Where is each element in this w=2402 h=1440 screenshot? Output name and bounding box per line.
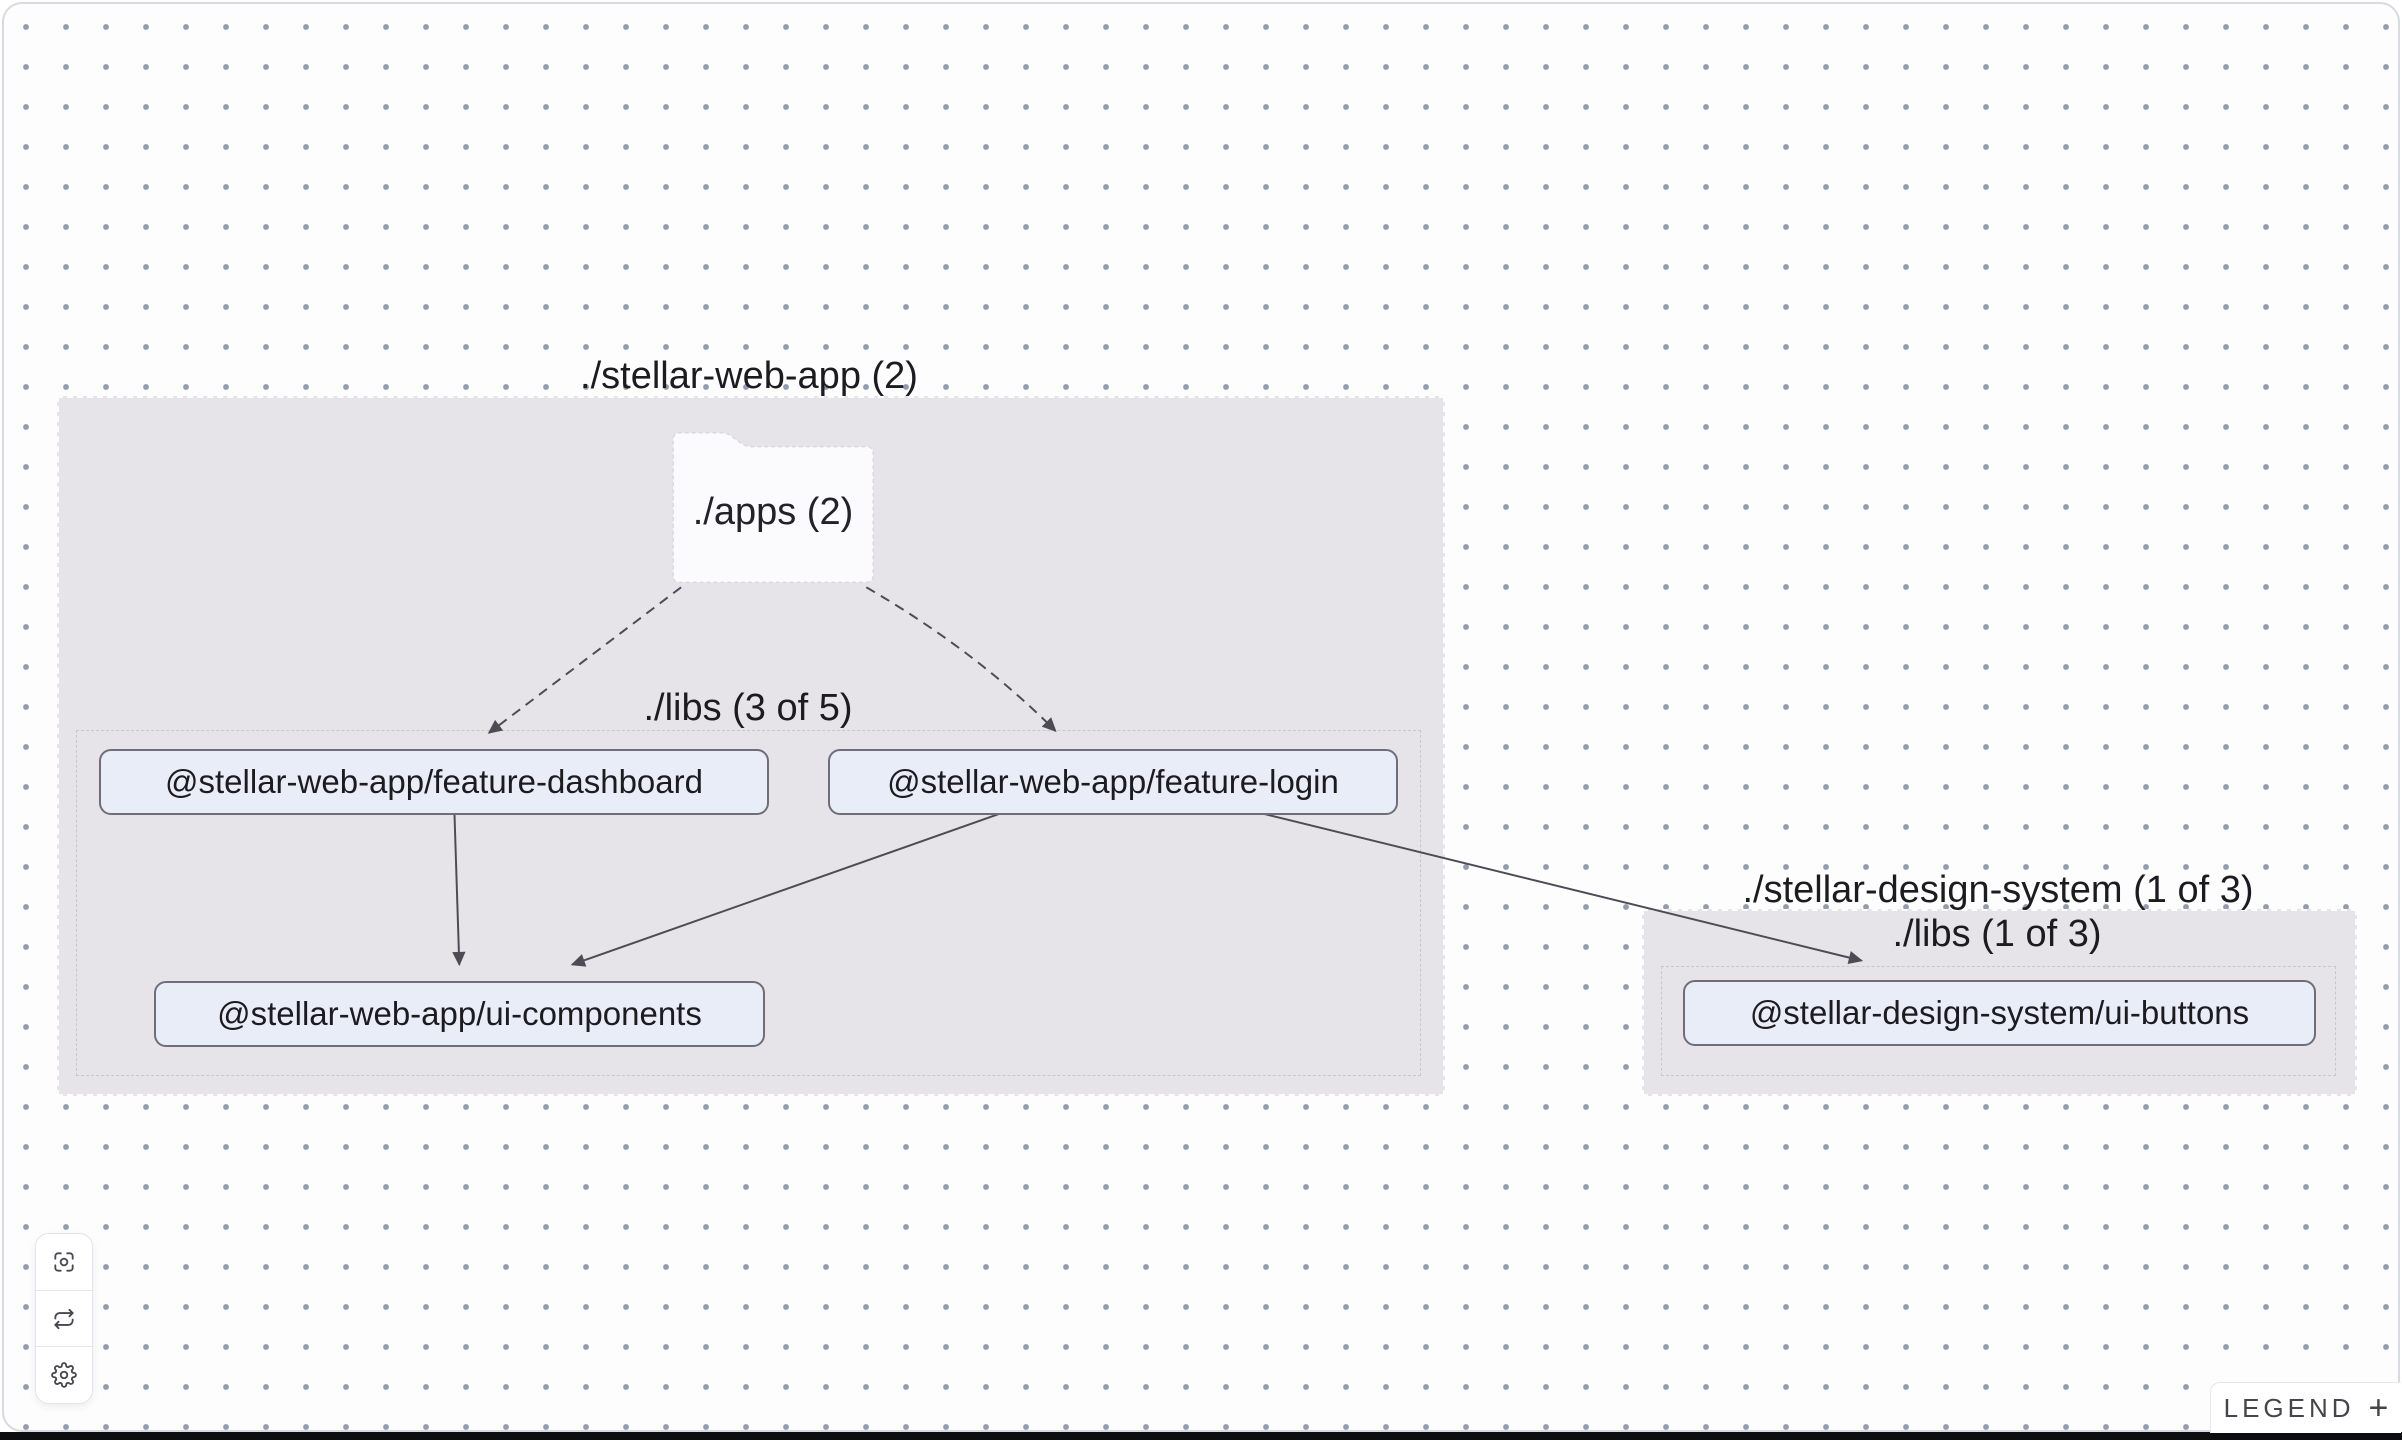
edge-apps-to-feature-dashboard[interactable]	[487, 586, 682, 734]
folder-apps-label: ./apps (2)	[692, 491, 854, 533]
folder-node-apps[interactable]: ./apps (2)	[672, 437, 874, 588]
node-ui-components[interactable]: @stellar-web-app/ui-components	[154, 981, 765, 1047]
group-label-stellar-design-system-libs: ./libs (1 of 3)	[1892, 913, 2102, 955]
node-ui-buttons-label: @stellar-design-system/ui-buttons	[1749, 994, 2250, 1031]
node-feature-dashboard[interactable]: @stellar-web-app/feature-dashboard	[99, 749, 769, 815]
legend-toggle[interactable]: LEGEND +	[2210, 1382, 2401, 1433]
focus-button[interactable]	[36, 1234, 92, 1290]
plus-icon: +	[2368, 1389, 2389, 1427]
edge-feature-dashboard-to-ui-components[interactable]	[452, 809, 466, 967]
settings-button[interactable]	[36, 1346, 92, 1403]
refresh-button[interactable]	[36, 1289, 92, 1347]
node-feature-dashboard-label: @stellar-web-app/feature-dashboard	[165, 763, 703, 800]
edge-apps-to-feature-login[interactable]	[865, 586, 1057, 732]
group-stellar-web-app-libs	[76, 730, 1421, 1076]
node-ui-buttons[interactable]: @stellar-design-system/ui-buttons	[1683, 980, 2316, 1046]
node-ui-components-label: @stellar-web-app/ui-components	[217, 995, 702, 1032]
window-bottom-edge	[0, 1432, 2402, 1440]
node-feature-login-label: @stellar-web-app/feature-login	[887, 763, 1339, 800]
legend-label: LEGEND	[2223, 1392, 2355, 1423]
refresh-icon	[54, 1308, 74, 1329]
gear-icon	[51, 1362, 77, 1389]
edge-feature-login-to-ui-buttons[interactable]	[1244, 808, 1864, 965]
group-stellar-design-system-libs	[1661, 966, 2336, 1076]
group-label-stellar-web-app: ./stellar-web-app (2)	[580, 355, 918, 397]
group-label-stellar-design-system: ./stellar-design-system (1 of 3)	[1742, 869, 2254, 911]
graph-controls-toolbar	[35, 1233, 93, 1404]
focus-icon	[54, 1252, 74, 1272]
edge-feature-login-to-ui-components[interactable]	[570, 808, 1014, 967]
node-feature-login[interactable]: @stellar-web-app/feature-login	[828, 749, 1398, 815]
group-label-stellar-web-app-libs: ./libs (3 of 5)	[643, 687, 853, 729]
